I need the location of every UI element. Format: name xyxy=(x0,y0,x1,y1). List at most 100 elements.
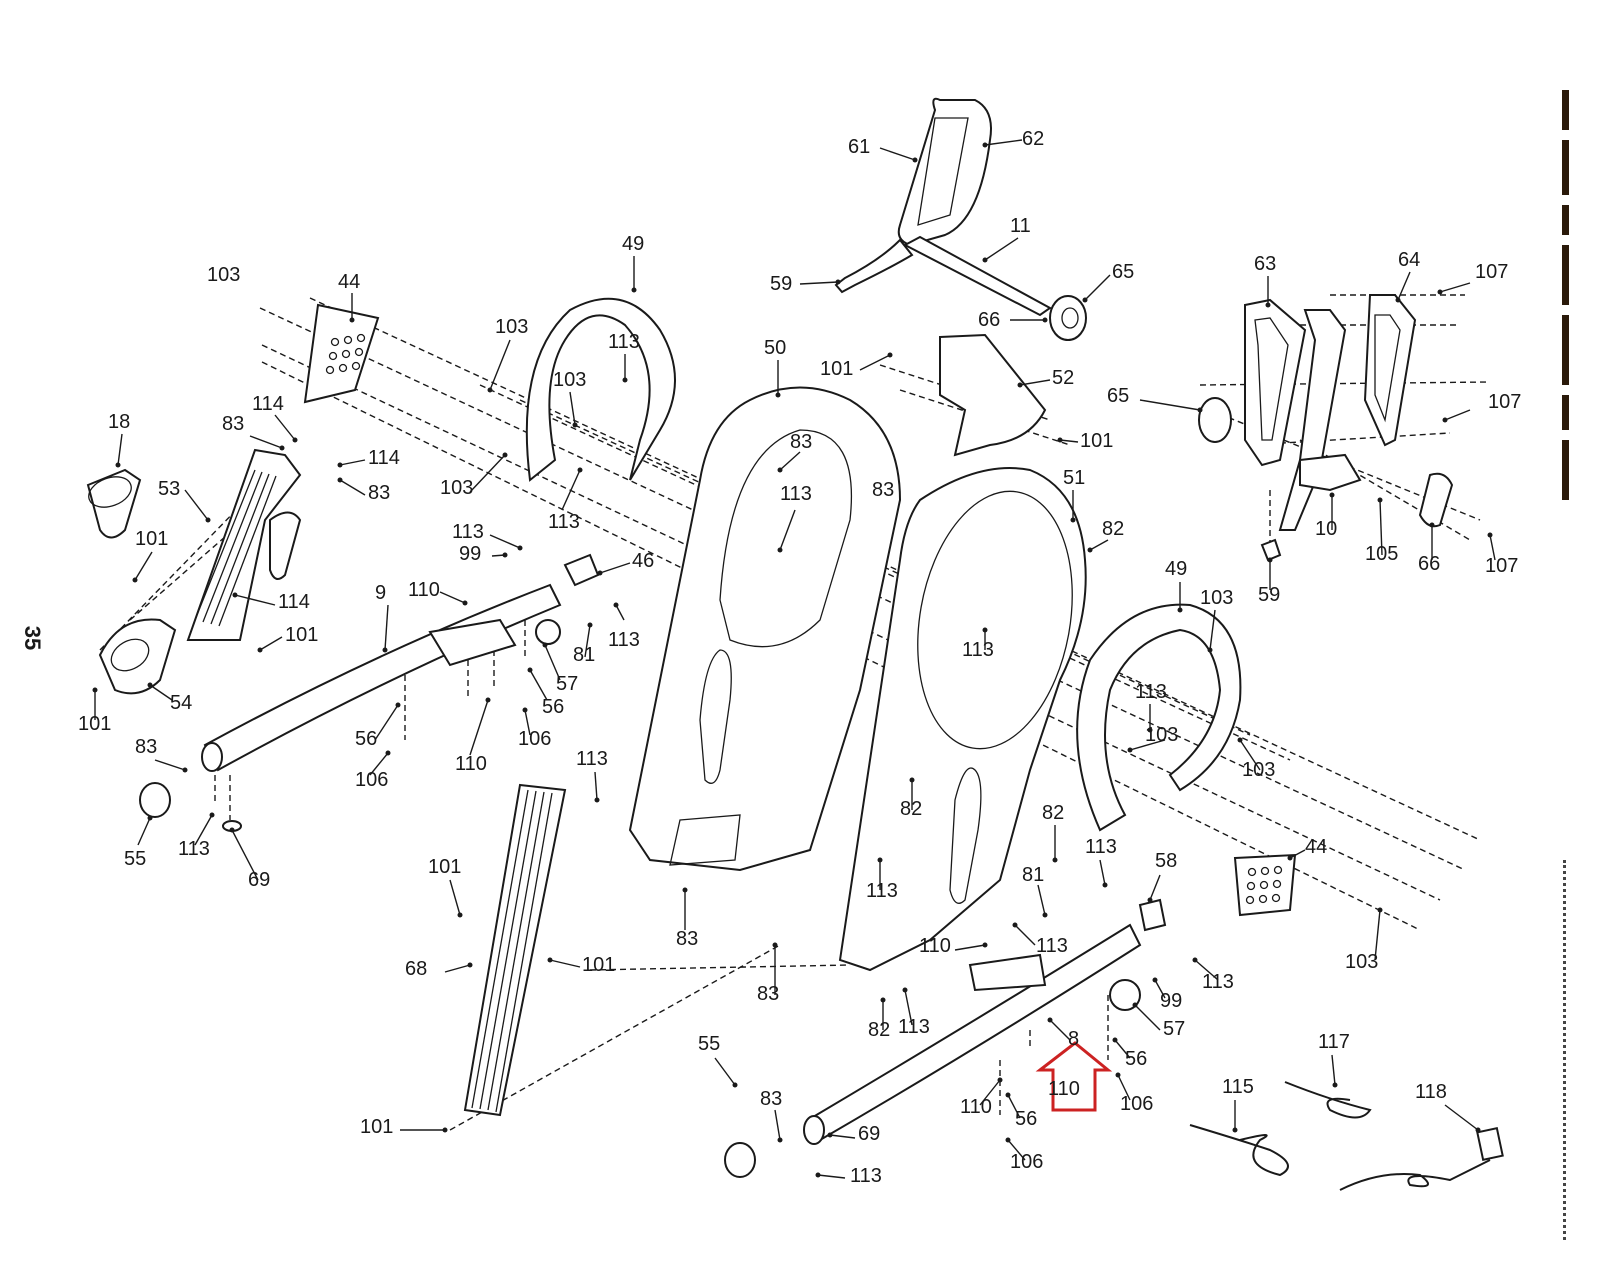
fastener-dot xyxy=(815,1172,821,1178)
fastener-dot xyxy=(1147,727,1153,733)
fastener-dot xyxy=(1377,907,1383,913)
fastener-dot xyxy=(982,627,988,633)
part-label-18: 18 xyxy=(108,411,130,433)
leader-line-69 xyxy=(829,1134,856,1139)
part-label-106: 106 xyxy=(1120,1093,1153,1115)
leader-line-113 xyxy=(1099,859,1106,886)
part-label-103: 103 xyxy=(495,316,528,338)
part-50-left-shield xyxy=(628,386,902,872)
part-label-106: 106 xyxy=(355,769,388,791)
part-label-101: 101 xyxy=(78,713,111,735)
leader-line-83 xyxy=(249,435,283,449)
leader-lines xyxy=(92,139,1496,1179)
leader-line-106 xyxy=(369,752,389,776)
leader-line-113 xyxy=(489,534,521,549)
part-8-right-pedal-arm xyxy=(803,898,1167,1145)
part-label-59: 59 xyxy=(1258,584,1280,606)
part-label-99: 99 xyxy=(1160,990,1182,1012)
leader-line-69 xyxy=(231,829,259,881)
part-label-56: 56 xyxy=(1125,1048,1147,1070)
fastener-dot xyxy=(587,622,593,628)
part-label-55: 55 xyxy=(698,1033,720,1055)
part-118-adapter xyxy=(1339,1127,1504,1191)
leader-line-113 xyxy=(779,509,796,551)
leader-line-110 xyxy=(954,944,986,951)
part-115-wire xyxy=(1189,1124,1289,1177)
fastener-dot xyxy=(1082,297,1088,303)
part-label-82: 82 xyxy=(1042,802,1064,824)
leader-line-83 xyxy=(774,1109,781,1141)
part-label-106: 106 xyxy=(1010,1151,1043,1173)
fastener-dot xyxy=(1177,607,1183,613)
leader-line-82 xyxy=(1089,539,1109,551)
part-label-83: 83 xyxy=(368,482,390,504)
leader-line-11 xyxy=(984,237,1019,261)
part-label-113: 113 xyxy=(608,331,640,353)
leader-line-9 xyxy=(384,604,389,651)
leader-line-99 xyxy=(1154,979,1166,999)
fastener-dot xyxy=(1197,407,1203,413)
part-51-right-shield xyxy=(838,467,1087,972)
fastener-dot xyxy=(209,812,215,818)
leader-line-113 xyxy=(817,1174,846,1179)
fastener-dot xyxy=(485,697,491,703)
fastener-dot xyxy=(502,552,508,558)
part-label-50: 50 xyxy=(764,337,786,359)
part-52-shield-cover xyxy=(939,333,1047,457)
fastener-dot xyxy=(1070,517,1076,523)
part-label-82: 82 xyxy=(1102,518,1124,540)
part-label-83: 83 xyxy=(760,1088,782,1110)
part-label-103: 103 xyxy=(1345,951,1378,973)
fastener-dot xyxy=(1017,382,1023,388)
fastener-dot xyxy=(1237,737,1243,743)
fastener-dot xyxy=(542,642,548,648)
leader-line-55 xyxy=(714,1057,736,1086)
fastener-dot xyxy=(775,392,781,398)
fastener-dot xyxy=(292,437,298,443)
part-label-54: 54 xyxy=(170,692,192,714)
part-label-101: 101 xyxy=(135,528,168,550)
fastener-dot xyxy=(1192,957,1198,963)
leader-line-81 xyxy=(1037,884,1046,916)
fastener-dot xyxy=(517,545,523,551)
part-label-64: 64 xyxy=(1398,249,1420,271)
part-label-56: 56 xyxy=(542,696,564,718)
fastener-dot xyxy=(1207,647,1213,653)
fastener-dot xyxy=(1005,1137,1011,1143)
leader-line-113 xyxy=(615,604,625,621)
fastener-dot xyxy=(457,912,463,918)
fastener-dot xyxy=(92,687,98,693)
part-label-8: 8 xyxy=(1068,1028,1079,1050)
part-label-110: 110 xyxy=(960,1096,992,1118)
part-label-110: 110 xyxy=(455,753,487,775)
page-edge-text xyxy=(1562,90,1570,590)
part-label-113: 113 xyxy=(1202,971,1234,993)
fastener-dot xyxy=(132,577,138,583)
part-label-11: 11 xyxy=(1010,215,1031,237)
part-label-103: 103 xyxy=(1200,587,1233,609)
leader-line-56 xyxy=(1007,1094,1021,1119)
fastener-dot xyxy=(577,467,583,473)
part-label-117: 117 xyxy=(1318,1031,1350,1053)
part-label-83: 83 xyxy=(872,479,894,501)
leader-line-110 xyxy=(979,1079,1001,1106)
leader-line-101 xyxy=(449,879,461,916)
part-label-56: 56 xyxy=(1015,1108,1037,1130)
part-label-49: 49 xyxy=(1165,558,1187,580)
leader-line-56 xyxy=(374,704,399,741)
fastener-dot xyxy=(115,462,121,468)
fastener-dot xyxy=(385,750,391,756)
fastener-dot xyxy=(732,1082,738,1088)
leader-line-103 xyxy=(489,339,511,391)
part-label-69: 69 xyxy=(858,1123,880,1145)
part-label-103: 103 xyxy=(1145,724,1178,746)
leader-line-110 xyxy=(469,699,489,756)
leader-line-107 xyxy=(1439,282,1471,293)
leader-line-106 xyxy=(524,709,531,736)
fastener-dot xyxy=(349,317,355,323)
leader-line-103 xyxy=(1239,739,1261,771)
highlight-arrow xyxy=(1035,1041,1113,1112)
fastener-dot xyxy=(522,707,528,713)
fastener-dot xyxy=(337,477,343,483)
